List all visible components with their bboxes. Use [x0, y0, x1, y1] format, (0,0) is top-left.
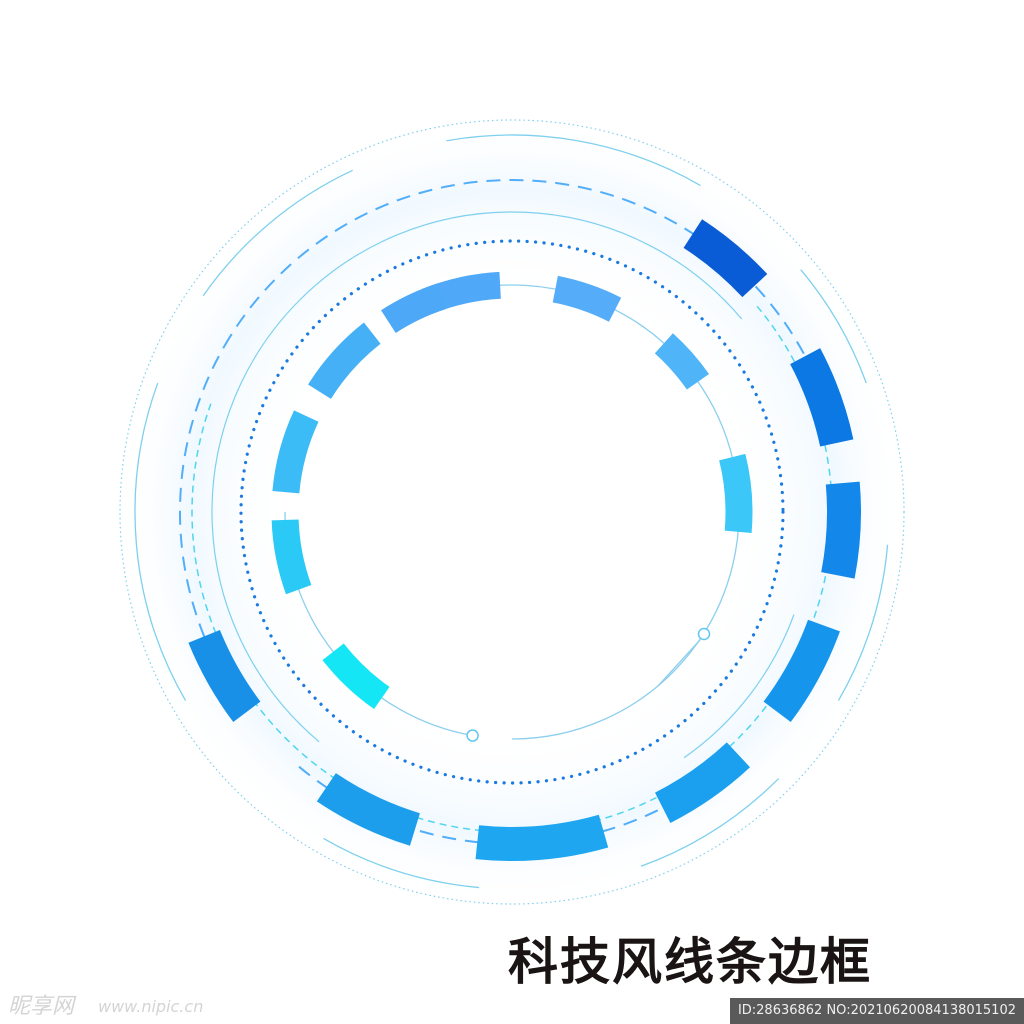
outer-bar-segment	[475, 814, 609, 861]
outer-dotted-ring	[119, 119, 905, 905]
watermark-id: ID:28636862 NO:20210620084138015102	[729, 998, 1024, 1024]
inner-bar-segment	[654, 333, 710, 390]
outer-bar-segment	[316, 773, 421, 846]
watermark-url: www.nipic.cn	[98, 997, 204, 1016]
outer-bar-segment	[763, 619, 840, 723]
blue-dotted-ring	[239, 239, 785, 785]
outer-thin-arc	[134, 382, 187, 701]
outer-thin-arc	[640, 778, 780, 867]
inner-bar-segment	[322, 643, 390, 710]
outer-bar-segment	[790, 348, 854, 447]
inner-bar-segment	[272, 410, 319, 494]
outer-thin-arc	[202, 169, 353, 297]
outer-thin-arc	[800, 269, 867, 384]
outer-bar-segment	[188, 629, 261, 723]
inner-bar-segment	[552, 275, 622, 322]
end-dot	[466, 729, 479, 742]
dashed-arc	[179, 345, 226, 679]
outer-thin-arc	[323, 837, 480, 889]
ring-group	[119, 119, 905, 905]
end-dot	[697, 627, 711, 641]
glow-halo	[117, 117, 907, 907]
watermark-logo: 昵享网	[8, 994, 75, 1019]
inner-bar-segment	[719, 453, 753, 533]
outer-bar-segment	[821, 481, 861, 579]
outer-bar-segment	[654, 742, 751, 823]
thin-inner-arc	[683, 614, 795, 759]
outer-bar-segment	[683, 219, 768, 298]
page-title: 科技风线条边框	[508, 933, 872, 991]
inner-bar-segment	[271, 519, 312, 595]
inner-bar-segment	[381, 283, 447, 334]
thin-inner-arc	[211, 211, 743, 743]
leader-line	[657, 639, 701, 687]
outer-thin-arc	[446, 134, 701, 187]
outer-thin-arc	[837, 544, 889, 701]
inner-bar-segment	[308, 322, 381, 400]
watermark-bar: 昵享网 www.nipic.cn ID:28636862 NO:20210620…	[0, 990, 1024, 1024]
